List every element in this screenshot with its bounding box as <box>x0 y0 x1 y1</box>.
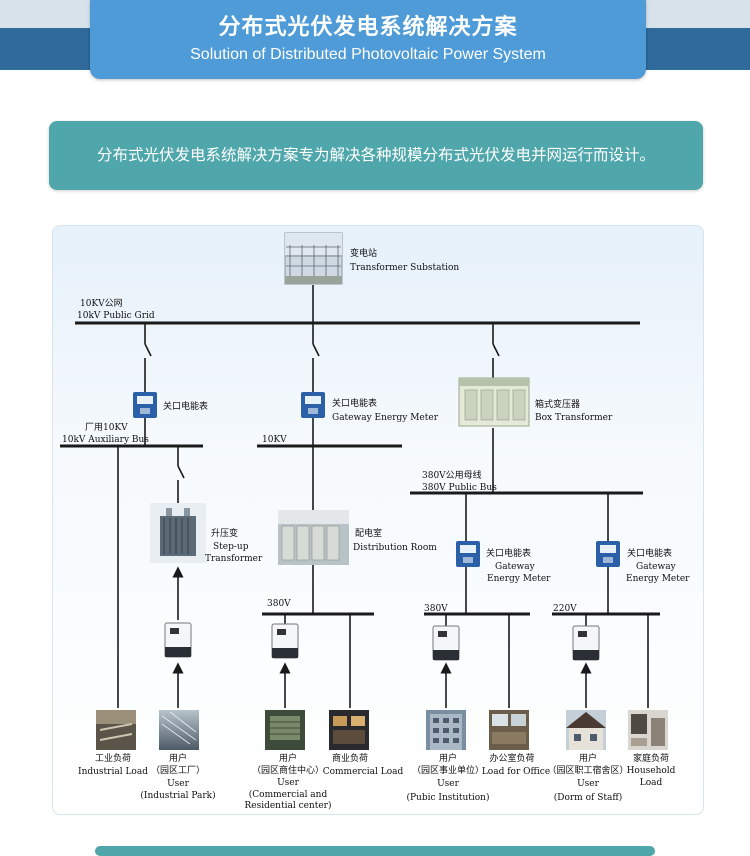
user-institution-image <box>426 710 466 750</box>
meter4-label-zh: 关口电能表 <box>627 547 672 559</box>
office-load-zh: 办公室负荷 <box>489 752 534 764</box>
public-bus-label-zh: 380V公用母线 <box>422 469 482 481</box>
industrial-load-image <box>96 710 136 750</box>
user-staff-en2: (Dorm of Staff) <box>554 792 623 803</box>
substation-image <box>284 232 343 285</box>
commercial-load-zh: 商业负荷 <box>332 752 368 764</box>
public-bus-label-en: 380V Public Bus <box>422 483 497 493</box>
user-park-zh1: 用户 <box>169 752 187 764</box>
substation-label-zh: 变电站 <box>350 247 377 259</box>
user-comm-en2: (Commercial and <box>249 789 328 800</box>
user-comm-zh2: （园区商住中心） <box>252 764 324 776</box>
box-transformer-label-en: Box Transformer <box>535 413 613 423</box>
industrial-load-zh: 工业负荷 <box>95 752 131 764</box>
bus-380v-b-label: 380V <box>424 604 448 614</box>
user-staff-zh1: 用户 <box>579 752 597 764</box>
bus-380v-a-label: 380V <box>267 599 291 609</box>
grid-label-en: 10kV Public Grid <box>77 311 155 321</box>
user-park-en1: User <box>167 779 190 789</box>
bottom-banner-edge <box>95 846 655 856</box>
bus-10kv-label: 10KV <box>262 435 287 445</box>
gateway-meter-icon <box>301 392 325 418</box>
gateway-meter-icon <box>596 541 620 567</box>
user-staff-image <box>566 710 606 750</box>
user-inst-en2: (Pubic Institution) <box>406 792 489 803</box>
meter3-label-zh: 关口电能表 <box>486 547 531 559</box>
user-park-en2: (Industrial Park) <box>140 790 215 801</box>
industrial-load-en: Industrial Load <box>78 767 148 777</box>
user-inst-zh2: （园区事业单位） <box>412 764 484 776</box>
grid-label-zh: 10KV公网 <box>80 298 123 309</box>
inverter-icon <box>164 622 192 658</box>
page-subtitle: Solution of Distributed Photovoltaic Pow… <box>190 46 546 63</box>
office-load-en: Load for Office <box>482 767 550 777</box>
household-load-image <box>628 710 668 750</box>
user-park-image <box>159 710 199 750</box>
user-inst-en1: User <box>437 779 460 789</box>
user-commercial-image <box>265 710 305 750</box>
user-staff-en1: User <box>577 779 600 789</box>
inverter-icon <box>432 625 460 661</box>
step-up-transformer-image <box>150 503 206 563</box>
distribution-room-label-zh: 配电室 <box>355 527 382 539</box>
step-up-label-en1: Step-up <box>213 542 249 552</box>
box-transformer-image <box>458 377 530 427</box>
commercial-load-en: Commercial Load <box>323 767 404 777</box>
meter4-label-en2: Energy Meter <box>626 574 690 584</box>
commercial-load-image <box>329 710 369 750</box>
user-comm-zh1: 用户 <box>279 752 297 764</box>
user-comm-en3: Residential center) <box>244 800 331 811</box>
meter3-label-en1: Gateway <box>495 562 536 572</box>
household-load-en1: Household <box>627 766 676 776</box>
step-up-label-en2: Transformer <box>205 554 263 564</box>
household-load-en2: Load <box>640 778 663 788</box>
aux-bus-label-zh: 厂用10KV <box>85 422 128 433</box>
inverter-icon <box>271 623 299 659</box>
meter2-label-zh: 关口电能表 <box>332 397 377 409</box>
substation-label-en: Transformer Substation <box>350 263 459 273</box>
description-banner: 分布式光伏发电系统解决方案专为解决各种规模分布式光伏发电并网运行而设计。 <box>49 121 703 190</box>
user-comm-en1: User <box>277 778 300 788</box>
box-transformer-label-zh: 箱式变压器 <box>535 398 580 410</box>
inverter-icon <box>572 625 600 661</box>
step-up-label-zh: 升压变 <box>211 527 238 539</box>
meter3-label-en2: Energy Meter <box>487 574 551 584</box>
gateway-meter-icon <box>456 541 480 567</box>
office-load-image <box>489 710 529 750</box>
meter2-label-en: Gateway Energy Meter <box>332 413 439 423</box>
household-load-zh: 家庭负荷 <box>633 752 669 764</box>
meter1-label-zh: 关口电能表 <box>163 400 208 412</box>
page-header: 分布式光伏发电系统解决方案 Solution of Distributed Ph… <box>90 0 646 79</box>
user-inst-zh1: 用户 <box>439 752 457 764</box>
page-title: 分布式光伏发电系统解决方案 <box>218 15 518 40</box>
aux-bus-label-en: 10kV Auxiliary Bus <box>62 435 149 445</box>
gateway-meter-icon <box>133 392 157 418</box>
user-staff-zh2: （园区职工宿舍区） <box>547 764 628 776</box>
meter4-label-en1: Gateway <box>636 562 677 572</box>
user-park-zh2: （园区工厂） <box>151 765 205 776</box>
bus-220v-label: 220V <box>553 604 577 614</box>
distribution-room-image <box>278 510 349 565</box>
distribution-room-label-en: Distribution Room <box>353 543 437 553</box>
